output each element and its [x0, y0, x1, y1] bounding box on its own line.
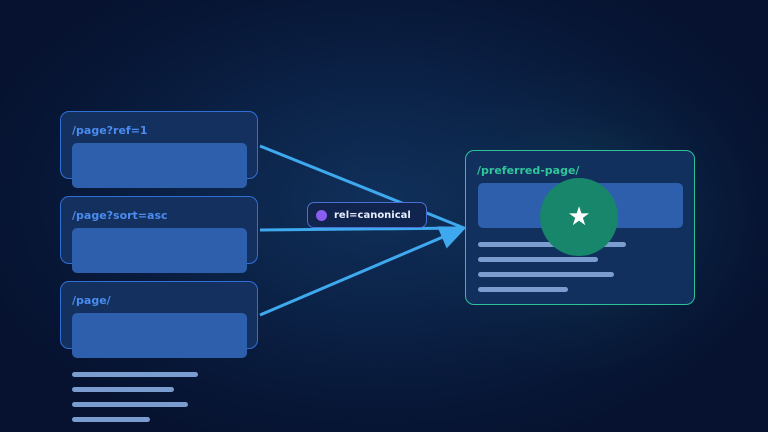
- text-line: [478, 257, 598, 262]
- preferred-page-url: /preferred-page/: [477, 164, 580, 177]
- text-line: [72, 402, 188, 407]
- source-page-card: /page/: [60, 281, 258, 358]
- content-block: [72, 228, 247, 273]
- text-line: [72, 417, 150, 422]
- content-block: [72, 313, 247, 358]
- text-line: [72, 387, 174, 392]
- arrow-from-page-ref: [259, 144, 465, 230]
- arrow-from-page-sort: [259, 226, 465, 232]
- source-page-url: /page?ref=1: [72, 124, 148, 137]
- canonical-tag-label: rel=canonical: [334, 209, 411, 221]
- source-page-url: /page/: [72, 294, 111, 307]
- source-page-card: /page?sort=asc: [60, 196, 258, 273]
- text-line: [478, 287, 568, 292]
- text-line: [478, 272, 614, 277]
- tag-dot-icon: [316, 209, 327, 221]
- arrow-from-page: [259, 226, 467, 317]
- star-icon: ★: [540, 178, 618, 256]
- text-placeholder-lines: [72, 372, 198, 432]
- source-page-url: /page?sort=asc: [72, 209, 168, 222]
- canonical-tag: rel=canonical: [307, 202, 427, 228]
- source-page-card: /page?ref=1: [60, 111, 258, 188]
- content-block: [72, 143, 247, 188]
- text-line: [72, 372, 198, 377]
- text-placeholder-lines: [478, 242, 626, 302]
